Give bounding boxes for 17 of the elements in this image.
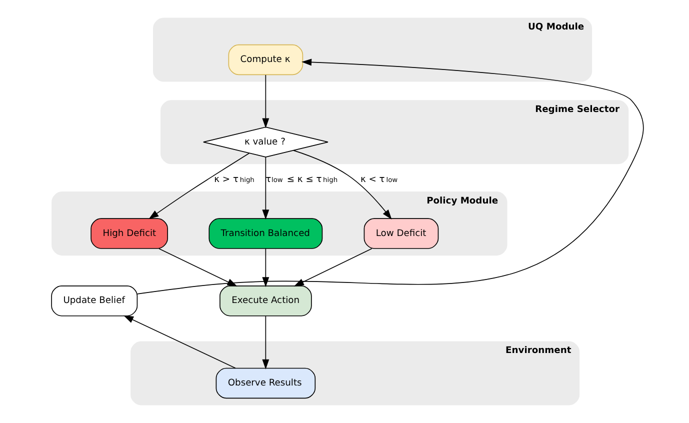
node-box: Update Belief bbox=[51, 286, 138, 316]
node-box: Execute Action bbox=[220, 286, 312, 316]
arrow bbox=[262, 248, 270, 288]
node-box: High Deficit bbox=[90, 218, 168, 249]
node-box: Compute κ bbox=[228, 44, 304, 76]
arrow bbox=[262, 156, 270, 220]
arrow bbox=[262, 74, 270, 128]
arrow bbox=[262, 316, 270, 370]
arrow bbox=[294, 248, 372, 286]
arrow bbox=[148, 152, 250, 220]
node-box: Observe Results bbox=[216, 368, 316, 399]
node-box: Transition Balanced bbox=[208, 218, 323, 249]
arrow bbox=[293, 150, 392, 220]
node-diamond: κ value ? bbox=[203, 126, 328, 158]
arrow bbox=[123, 315, 236, 369]
arrow bbox=[137, 58, 644, 294]
node-box: Low Deficit bbox=[364, 218, 439, 249]
